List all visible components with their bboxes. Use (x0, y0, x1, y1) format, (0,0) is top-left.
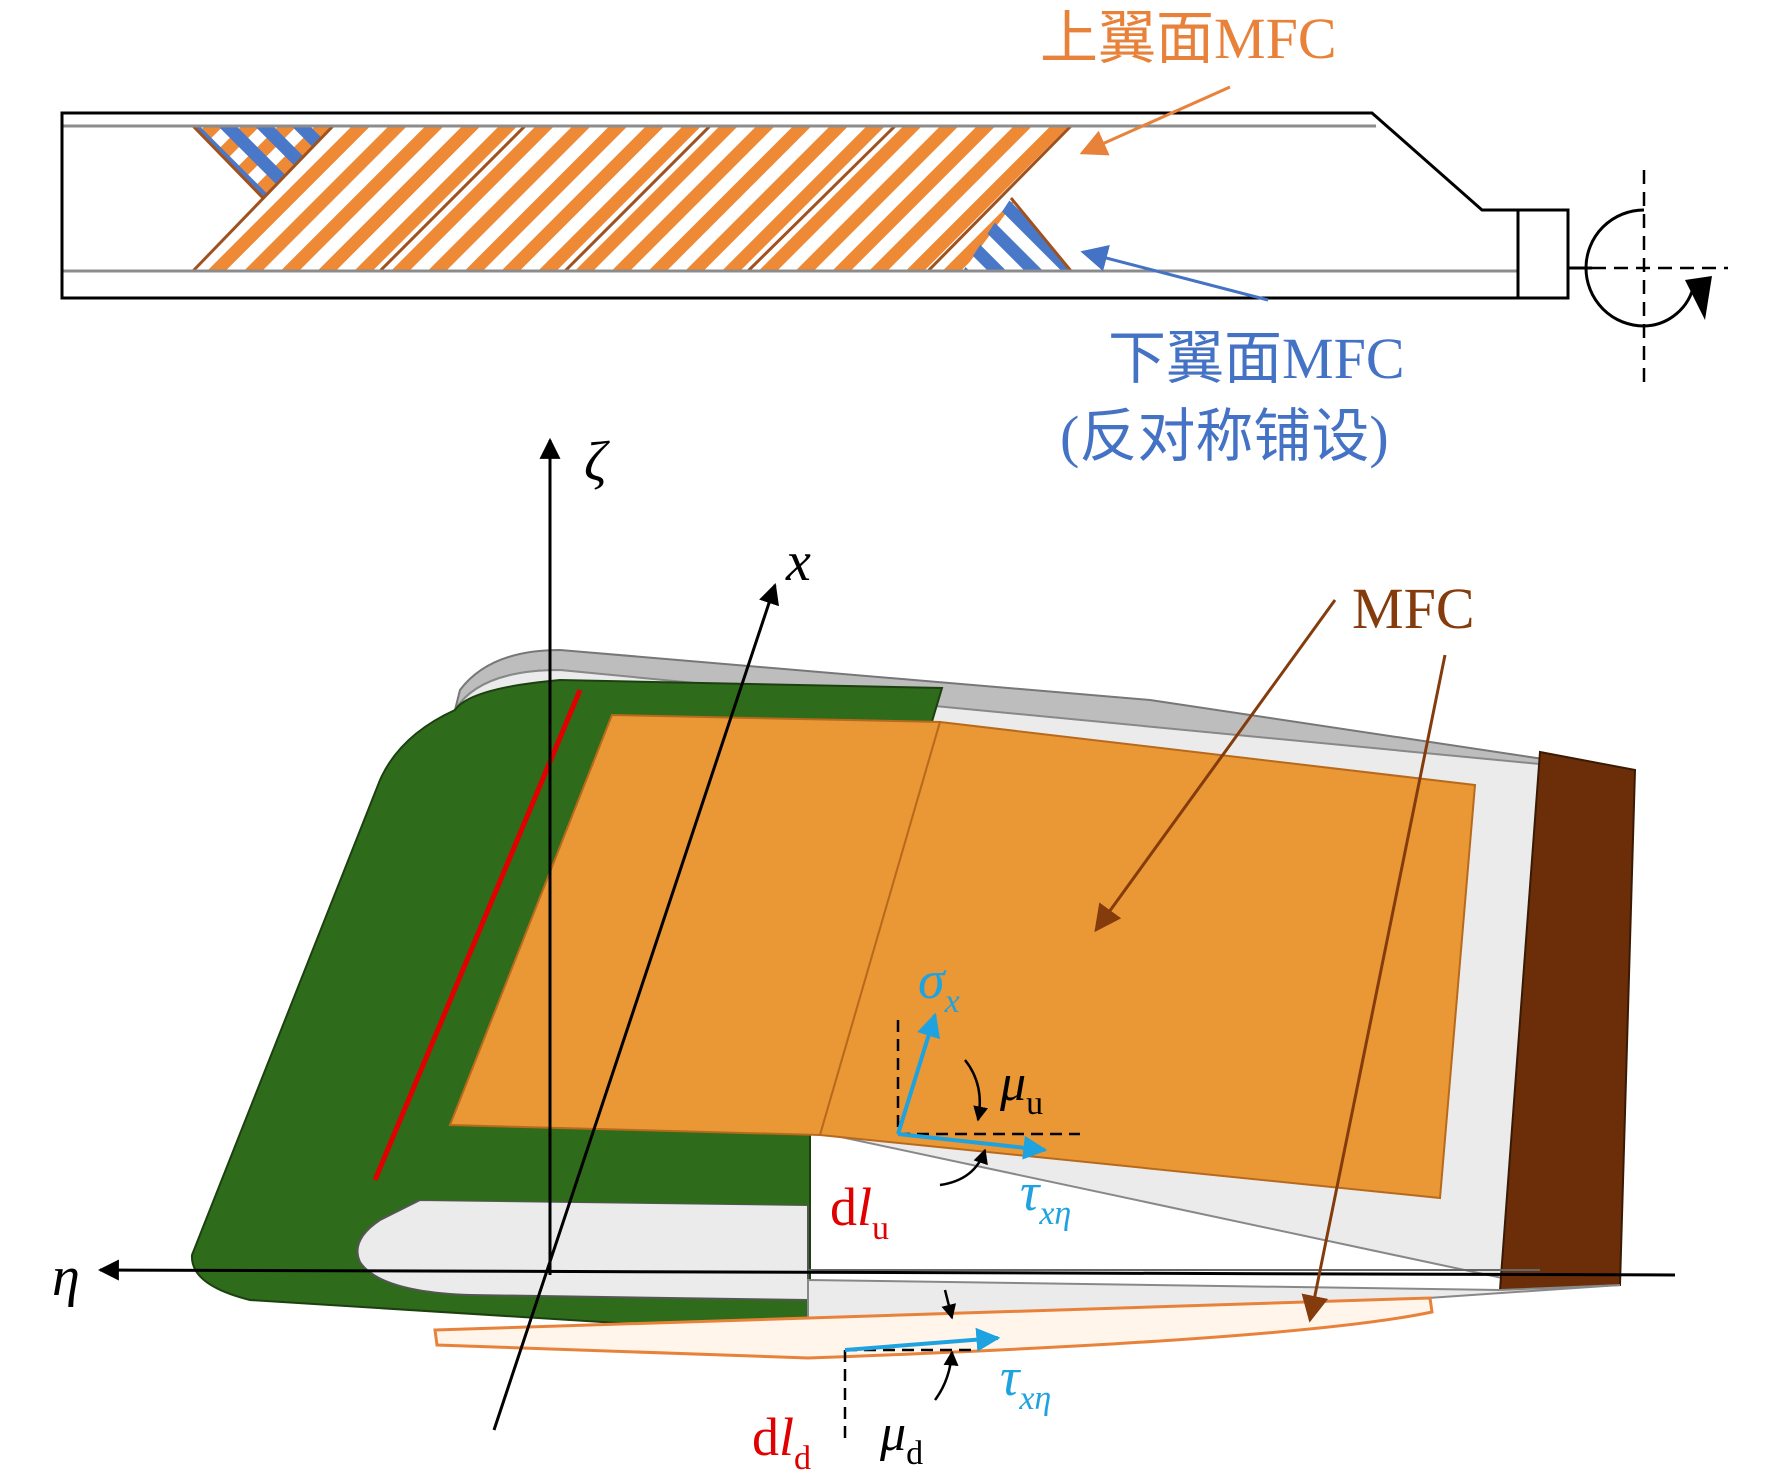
upper-mfc-patch-main (818, 720, 1477, 1200)
hinge-arc (1584, 208, 1645, 328)
mu-u-label: μu (999, 1055, 1043, 1122)
lower-mfc-hatch-left (193, 126, 333, 198)
axis-zeta-label: ζ (584, 431, 610, 493)
axis-x-label: x (785, 531, 811, 593)
eta-axis (97, 1259, 1676, 1281)
top-plan-view (60, 85, 1728, 385)
flap-3d-view (190, 648, 1637, 1360)
tau-lower-label: τxη (1000, 1347, 1051, 1417)
lower-mfc-note-label: (反对称铺设) (1060, 404, 1389, 469)
mfc-label: MFC (1352, 576, 1475, 641)
dl-d-label: dld (752, 1407, 811, 1474)
upper-mfc-hatch (193, 126, 1071, 271)
mu-d-label: μd (879, 1405, 923, 1472)
sigma-x-label: σx (918, 950, 960, 1020)
lower-mfc-label: 下翼面MFC (1108, 326, 1405, 391)
axes (97, 437, 1676, 1431)
lower-stress-element (843, 1289, 1001, 1445)
tau-upper-label: τxη (1020, 1162, 1071, 1232)
x-axis (492, 583, 779, 1431)
dl-u-label: dlu (830, 1177, 889, 1247)
lower-mfc-strip (433, 1296, 1434, 1360)
axis-eta-label: η (52, 1246, 80, 1308)
upper-mfc-label: 上翼面MFC (1040, 6, 1337, 71)
fiber-lines (191, 124, 1073, 273)
rotation-arrow-icon (1643, 283, 1696, 328)
lower-mfc-hatch-right (963, 198, 1071, 271)
upper-stress-element (896, 1012, 1080, 1187)
